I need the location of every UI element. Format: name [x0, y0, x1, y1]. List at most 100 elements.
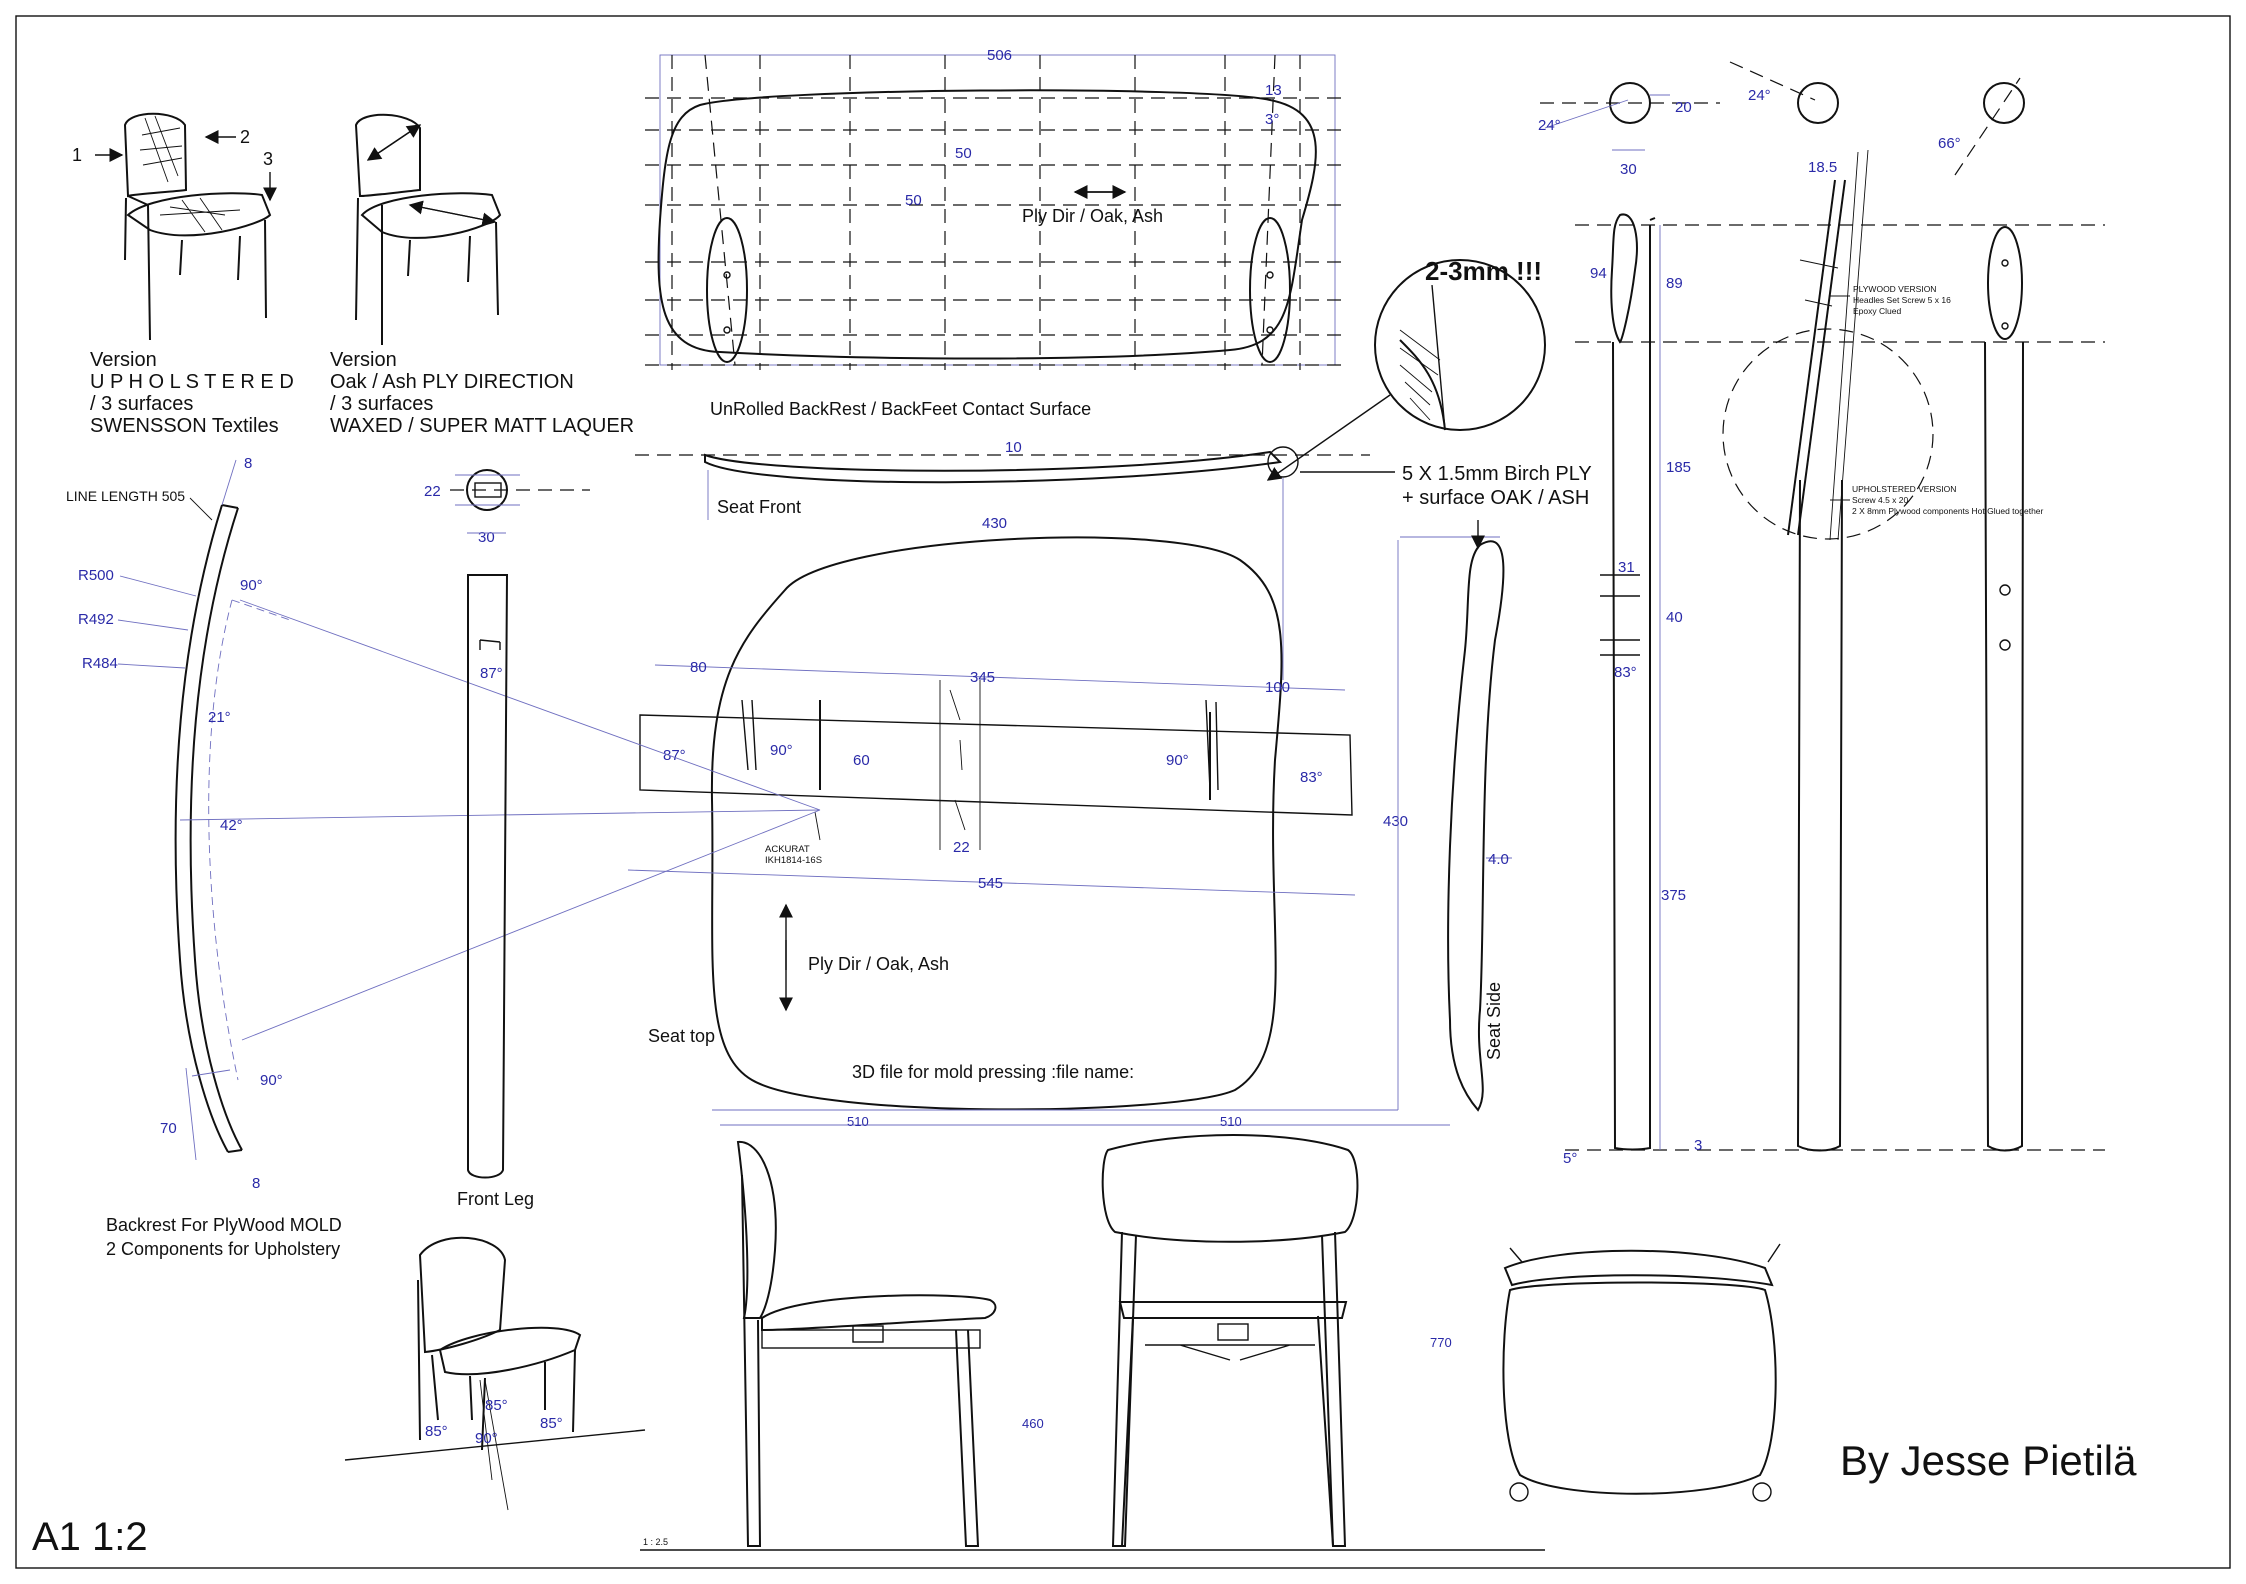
- seat-front-section: 10 Seat Front: [635, 439, 1370, 680]
- dim-rear-width: 20: [1675, 99, 1692, 116]
- dim-front-leg-angle: 87°: [480, 665, 503, 682]
- rear-leg-drawing: 24° 20 24° 66° 30 18.5 94 89 185 31 40 8…: [1538, 61, 2105, 1167]
- seat-ply-direction: Ply Dir / Oak, Ash: [808, 954, 949, 974]
- dim-seat-height-view: 460: [1022, 1416, 1044, 1431]
- dim-small-angle-d: 85°: [540, 1415, 563, 1432]
- dim-backrest-top-thickness: 8: [244, 455, 252, 472]
- dim-seat-angle-4: 83°: [1300, 769, 1323, 786]
- seat-side-section: 4.0 Seat Side: [1447, 520, 1512, 1112]
- thickness-detail: 2-3mm !!!: [1266, 256, 1546, 481]
- plywood-version-title: PLYWOOD VERSION: [1853, 284, 1936, 294]
- dim-chair-height: 770: [1430, 1335, 1452, 1350]
- dim-rear-h5: 375: [1661, 887, 1686, 904]
- dim-seat-front-offset: 80: [690, 659, 707, 676]
- dim-backrest-angle-2: 21°: [208, 709, 231, 726]
- dim-rear-angle-3: 66°: [1938, 135, 1961, 152]
- front-view-chair: [1101, 1134, 1359, 1547]
- upholstered-note-line-4: SWENSSON Textiles: [90, 415, 279, 437]
- dim-seat-side: 100: [1265, 679, 1290, 696]
- dim-unrolled-b: 50: [905, 192, 922, 209]
- line-length-label: LINE LENGTH 505: [66, 488, 185, 504]
- dim-unrolled-c: 13: [1265, 82, 1282, 99]
- upholstered-note-line-3: / 3 surfaces: [90, 393, 193, 415]
- callout-2: 2: [204, 127, 250, 147]
- dim-seat-depth: 430: [1383, 813, 1408, 830]
- dim-seat-thickness: 4.0: [1488, 851, 1509, 868]
- dim-seat-height: 60: [853, 752, 870, 769]
- left-leg-contact: [706, 217, 748, 363]
- thickness-label: 2-3mm !!!: [1425, 256, 1542, 286]
- dim-seat-angle-2: 90°: [770, 742, 793, 759]
- backrest-mold-drawing: 8 R500 R492 R484 90° 21° 42° 90° 70 8 LI…: [66, 455, 821, 1259]
- dim-seat-angle-1: 87°: [663, 747, 686, 764]
- front-leg-label: Front Leg: [457, 1189, 534, 1209]
- small-scale-label: 1 : 2.5: [643, 1537, 668, 1547]
- upholstered-note-line-1: Version: [90, 349, 157, 371]
- dim-rear-h4: 40: [1666, 609, 1683, 626]
- ackurat-line-2: IKH1814-16S: [765, 855, 822, 866]
- plywood-version-glue: Epoxy Clued: [1853, 306, 1901, 316]
- callout-3-label: 3: [263, 149, 273, 169]
- ackurat-line-1: ACKURAT: [765, 844, 810, 855]
- dim-front-leg-depth: 30: [478, 529, 495, 546]
- seat-front-label: Seat Front: [717, 497, 801, 517]
- dim-backrest-angle-3: 42°: [220, 817, 243, 834]
- author-signature: By Jesse Pietilä: [1840, 1437, 2137, 1484]
- unrolled-backrest-outline: [657, 89, 1317, 360]
- dim-rear-h1: 94: [1590, 265, 1607, 282]
- callout-2-label: 2: [240, 127, 250, 147]
- dim-rear-angle-1: 24°: [1538, 117, 1561, 134]
- dim-seat-mid: 345: [970, 669, 995, 686]
- sheet-scale: A1 1:2: [32, 1515, 148, 1559]
- upholstered-version-screw: Screw 4.5 x 20: [1852, 495, 1908, 505]
- unrolled-grid: [645, 54, 1345, 370]
- dim-seat-total: 545: [978, 875, 1003, 892]
- mold-file-label: 3D file for mold pressing :file name:: [852, 1062, 1134, 1082]
- dim-seat-angle-3: 90°: [1166, 752, 1189, 769]
- birch-ply-note: 5 X 1.5mm Birch PLY + surface OAK / ASH: [1300, 463, 1592, 509]
- backrest-caption-2: 2 Components for Upholstery: [106, 1239, 340, 1259]
- seat-top-drawing: Ply Dir / Oak, Ash Seat top 3D file for …: [627, 515, 1500, 1111]
- dim-unrolled-angle: 3°: [1265, 111, 1279, 128]
- birch-line-2: + surface OAK / ASH: [1402, 487, 1589, 509]
- plywood-version-screw: Headles Set Screw 5 x 16: [1853, 295, 1951, 305]
- dim-backrest-r1: R500: [78, 567, 114, 584]
- right-leg-contact: [1249, 217, 1291, 363]
- dim-backrest-height: 70: [160, 1120, 177, 1137]
- small-chair-perspective: 85° 85° 90° 85°: [344, 1236, 646, 1511]
- ply-note-line-3: / 3 surfaces: [330, 393, 433, 415]
- dim-rear-angle-5: 5°: [1563, 1150, 1577, 1167]
- upholstered-chair-sketch: [123, 112, 272, 341]
- top-view-chair: [1502, 1243, 1781, 1502]
- upholstered-note-line-2: U P H O L S T E R E D: [90, 371, 294, 393]
- dim-backrest-r2: R492: [78, 611, 114, 628]
- dim-small-angle-b: 85°: [485, 1397, 508, 1414]
- dim-rear-angle-2: 24°: [1748, 87, 1771, 104]
- dim-side-view-width: 510: [847, 1114, 869, 1129]
- dim-rear-section: 18.5: [1808, 159, 1837, 176]
- dim-seat-narrow: 22: [953, 839, 970, 856]
- ply-note-line-1: Version: [330, 349, 397, 371]
- callout-3: 3: [263, 149, 277, 202]
- front-leg-drawing: 22 30 87° Front Leg: [424, 469, 590, 1209]
- seat-top-label: Seat top: [648, 1026, 715, 1046]
- side-view-chair: [736, 1140, 997, 1547]
- dim-rear-depth: 30: [1620, 161, 1637, 178]
- dim-rear-h2: 89: [1666, 275, 1683, 292]
- seat-side-label: Seat Side: [1484, 982, 1504, 1060]
- chair-views: 510 510 770 460 1 : 2.5: [640, 1114, 1545, 1551]
- dim-seat-width: 430: [982, 515, 1007, 532]
- dim-seat-front: 10: [1005, 439, 1022, 456]
- sheet-border: [15, 15, 2231, 1569]
- ply-version-note: Version Oak / Ash PLY DIRECTION / 3 surf…: [330, 349, 634, 437]
- upholstered-version-note: Version U P H O L S T E R E D / 3 surfac…: [90, 349, 294, 437]
- dim-backrest-r3: R484: [82, 655, 118, 672]
- dim-rear-d2: 31: [1618, 559, 1635, 576]
- dim-small-angle-a: 85°: [425, 1423, 448, 1440]
- dim-backrest-bottom-thickness: 8: [252, 1175, 260, 1192]
- upholstered-version-components: 2 X 8mm Plywood components Hot Glued tog…: [1852, 506, 2044, 516]
- upholstered-version-title: UPHOLSTERED VERSION: [1852, 484, 1956, 494]
- birch-line-1: 5 X 1.5mm Birch PLY: [1402, 463, 1592, 485]
- dim-unrolled-width: 506: [987, 47, 1012, 64]
